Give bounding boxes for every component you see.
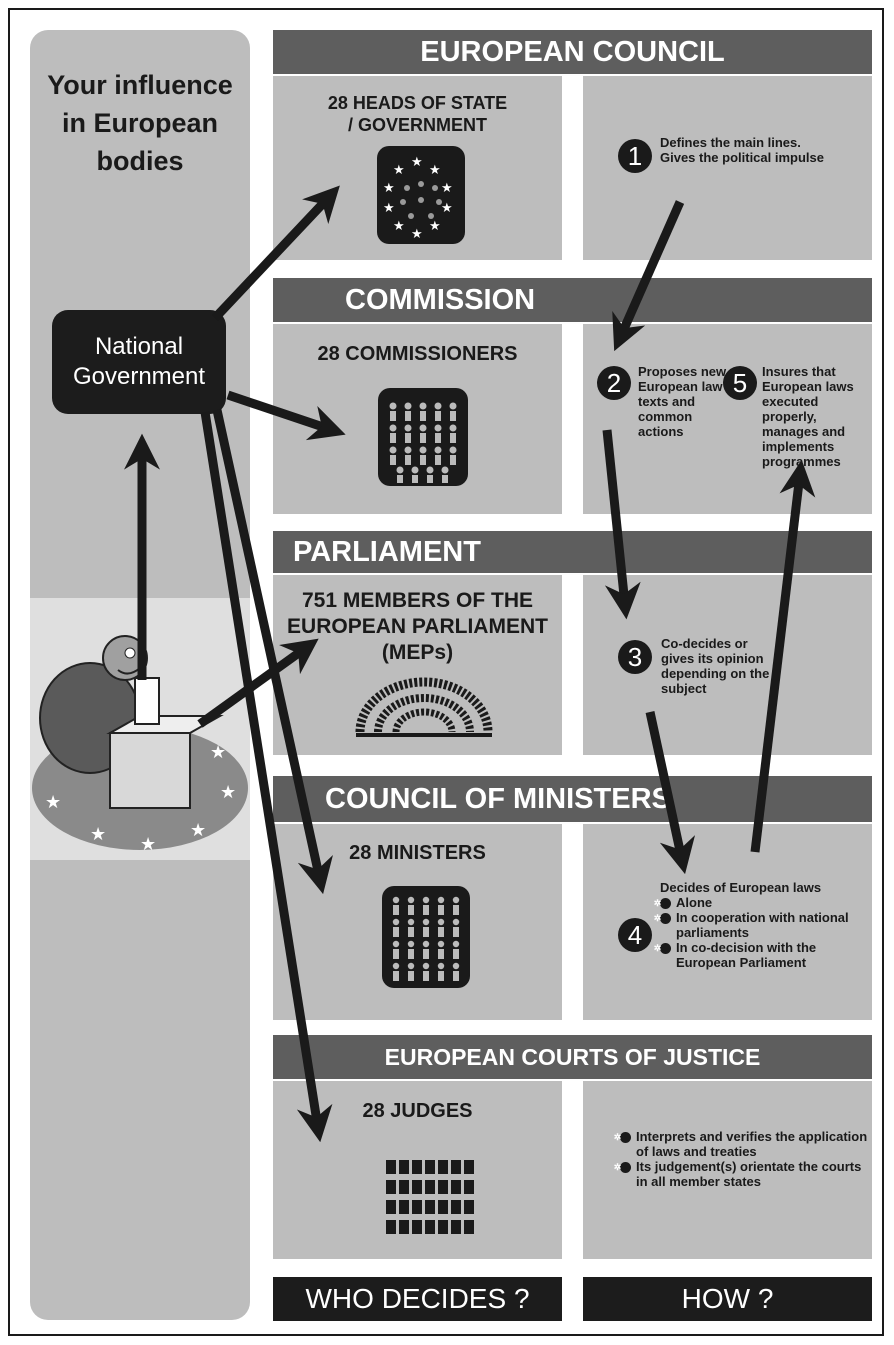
svg-text:★: ★ bbox=[441, 180, 453, 195]
svg-text:★: ★ bbox=[190, 820, 206, 840]
commissioners-icon bbox=[378, 388, 468, 486]
who-title-european-council: 28 HEADS OF STATE/ GOVERNMENT bbox=[327, 93, 508, 135]
voting-turtle-illustration: ★★ ★★ ★★ ★ bbox=[30, 598, 250, 860]
footer-who-decides: WHO DECIDES ? bbox=[273, 1277, 562, 1321]
svg-text:★: ★ bbox=[383, 200, 395, 215]
sidebar-title: Your influence in European bodies bbox=[30, 66, 250, 180]
step-4-title: Decides of European laws bbox=[660, 880, 822, 895]
step-4-description: Decides of European laws ✲Alone ✲In coop… bbox=[654, 880, 872, 970]
svg-text:★: ★ bbox=[220, 782, 236, 802]
who-title-council-of-ministers: 28 MINISTERS bbox=[349, 842, 486, 864]
header-council-of-ministers: COUNCIL OF MINISTERS bbox=[273, 776, 872, 822]
ministers-icon bbox=[382, 886, 470, 988]
step-1-badge: 1 bbox=[618, 139, 652, 173]
step-4-badge: 4 bbox=[618, 918, 652, 952]
how-cell-courts-of-justice bbox=[583, 1081, 872, 1259]
svg-text:★: ★ bbox=[90, 824, 106, 844]
national-government-box: National Government bbox=[52, 310, 226, 414]
who-title-courts-of-justice: 28 JUDGES bbox=[362, 1100, 473, 1122]
header-parliament: PARLIAMENT bbox=[273, 531, 872, 573]
svg-text:★: ★ bbox=[45, 792, 61, 812]
national-government-line: Government bbox=[72, 363, 206, 390]
header-courts-of-justice: EUROPEAN COURTS OF JUSTICE bbox=[273, 1035, 872, 1079]
svg-text:★: ★ bbox=[429, 162, 441, 177]
sidebar-title-line: bodies bbox=[96, 146, 184, 176]
sidebar-title-line: in European bbox=[61, 108, 218, 138]
svg-text:★: ★ bbox=[383, 180, 395, 195]
who-title-commission: 28 COMMISSIONERS bbox=[317, 343, 518, 365]
national-government-line: National bbox=[94, 333, 184, 360]
header-commission: COMMISSION bbox=[273, 278, 872, 322]
step-5-badge: 5 bbox=[723, 366, 757, 400]
svg-text:★: ★ bbox=[393, 162, 405, 177]
svg-text:★: ★ bbox=[411, 226, 423, 241]
step-2-badge: 2 bbox=[597, 366, 631, 400]
svg-text:★: ★ bbox=[210, 742, 226, 762]
step-3-badge: 3 bbox=[618, 640, 652, 674]
svg-text:★: ★ bbox=[393, 218, 405, 233]
courts-description: ✲Interprets and verifies the application… bbox=[613, 1129, 868, 1189]
judges-icon bbox=[384, 1158, 480, 1238]
svg-text:★: ★ bbox=[411, 154, 423, 169]
parliament-hemicycle-icon bbox=[354, 670, 494, 742]
header-european-council: EUROPEAN COUNCIL bbox=[273, 30, 872, 74]
svg-text:★: ★ bbox=[140, 834, 156, 854]
step-1-description: Defines the main lines.Gives the politic… bbox=[660, 135, 824, 165]
how-cell-commission bbox=[583, 324, 872, 514]
sidebar-title-line: Your influence bbox=[47, 70, 233, 100]
footer-how: HOW ? bbox=[583, 1277, 872, 1321]
svg-text:★: ★ bbox=[429, 218, 441, 233]
svg-text:★: ★ bbox=[441, 200, 453, 215]
heads-of-state-icon: ★★★ ★★★ ★★★★ bbox=[377, 146, 465, 244]
